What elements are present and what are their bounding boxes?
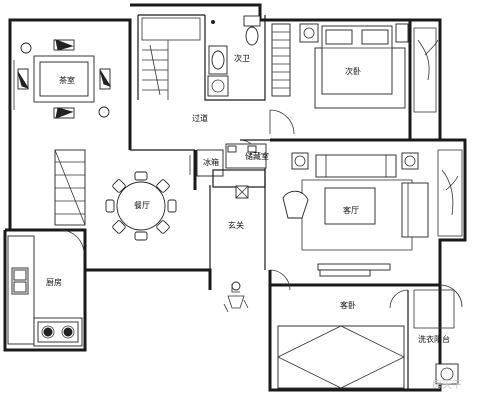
label-corridor: 过道 — [192, 113, 208, 123]
second-bath — [207, 15, 261, 97]
guest-bedroom — [277, 269, 459, 389]
dining — [54, 149, 191, 241]
kitchen — [7, 235, 83, 347]
fridge-storage — [196, 143, 267, 199]
label-fridge: 冰箱 — [203, 157, 219, 167]
label-kitchen: 厨房 — [46, 277, 62, 287]
label-storage: 储藏室 — [245, 151, 269, 161]
living-room — [282, 149, 463, 271]
room-labels: 茶室 次卫 次卧 过道 冰箱 储藏室 餐厅 客厅 玄关 厨房 客卧 洗衣阳台 房… — [46, 53, 462, 391]
tea-room — [10, 39, 112, 119]
label-dining: 餐厅 — [134, 201, 150, 210]
label-tea-room: 茶室 — [59, 75, 75, 85]
foyer — [223, 281, 249, 313]
label-laundry-balcony: 洗衣阳台 — [418, 334, 450, 344]
label-second-bedroom: 次卧 — [345, 66, 361, 76]
walls — [3, 3, 467, 392]
stairs — [141, 17, 201, 100]
watermark: 房天下 — [432, 378, 462, 391]
label-second-bath: 次卫 — [234, 53, 250, 63]
label-foyer: 玄关 — [228, 220, 244, 230]
label-guest-bedroom: 客卧 — [340, 300, 356, 310]
label-living: 客厅 — [343, 205, 359, 215]
second-bedroom — [271, 23, 439, 113]
